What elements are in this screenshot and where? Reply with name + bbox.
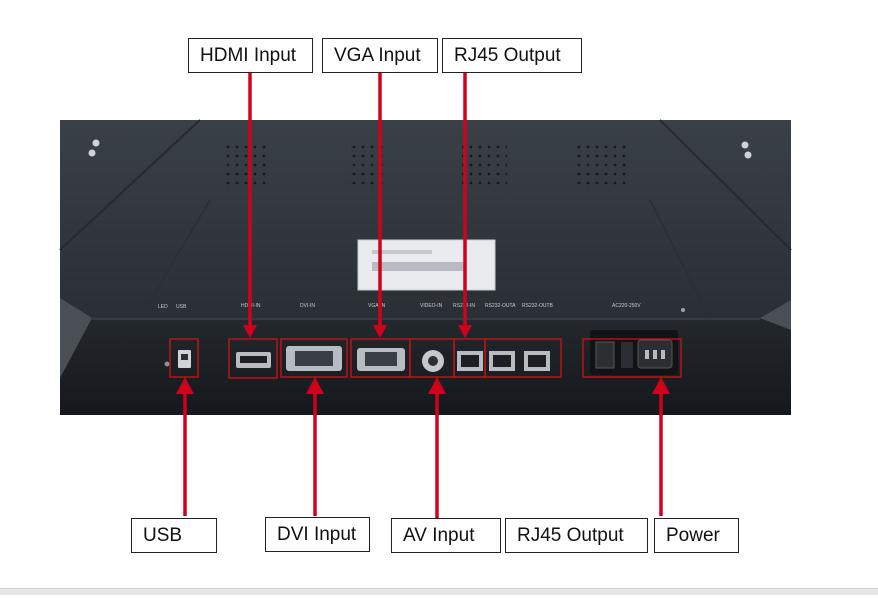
chassis-edge-inner-left [139, 199, 211, 319]
label-dvi-input: DVI Input [265, 517, 370, 552]
chassis-edge-right [659, 119, 792, 251]
silkscreen-led: LED [158, 304, 168, 310]
silkscreen-usb: USB [176, 304, 187, 310]
vent-grid-4 [577, 140, 631, 190]
usb-port-tongue [181, 354, 188, 360]
arrow-power-head [652, 377, 670, 394]
rj45-port-outa-slot [493, 355, 511, 367]
screw [681, 308, 685, 312]
arrow-dvi-head [306, 377, 324, 394]
silkscreen-video-in: VIDEO-IN [420, 303, 443, 309]
silkscreen-dvi-in: DVI-IN [300, 303, 315, 309]
av-bnc-port-center [428, 356, 438, 366]
dvi-port-pins [295, 351, 333, 366]
mount-dot [741, 141, 749, 149]
label-rj45-output-bottom: RJ45 Output [505, 518, 648, 553]
label-rj45-output-top: RJ45 Output [442, 38, 582, 73]
hdmi-port-slot [240, 356, 267, 363]
arrow-usb-head [176, 377, 194, 394]
silkscreen-rs232-outb: RS232-OUTB [522, 303, 554, 309]
label-usb: USB [131, 518, 217, 553]
highlight-box-rj45-out [484, 338, 562, 378]
arrow-av-head [428, 377, 446, 394]
sticker-barcode [372, 262, 464, 271]
label-vga-input: VGA Input [322, 38, 438, 73]
fuse-holder [621, 342, 633, 368]
rj45-port-in-slot [461, 355, 479, 367]
power-switch [595, 341, 615, 369]
arrow-hdmi-head [243, 325, 257, 338]
highlight-box-usb [169, 338, 199, 378]
vent-grid-3 [462, 140, 507, 190]
label-av-input: AV Input [391, 518, 501, 553]
vent-grid-1 [222, 140, 270, 190]
rj45-port-outb-slot [528, 355, 546, 367]
chassis-edge-left [59, 119, 201, 251]
mount-dot [744, 151, 752, 159]
chassis-edge-inner-right [649, 199, 711, 319]
mount-dot [92, 139, 100, 147]
vga-port-pins [365, 352, 397, 366]
bottom-scroll-edge [0, 588, 878, 595]
led-indicator [164, 361, 170, 367]
label-hdmi-input: HDMI Input [188, 38, 313, 73]
silkscreen-vga-in: VGA-IN [368, 303, 386, 309]
iec-pin [653, 350, 657, 359]
silkscreen-ac: AC220-250V [612, 303, 641, 309]
highlight-box-power [582, 338, 682, 378]
label-power: Power [654, 518, 739, 553]
highlight-box-hdmi [228, 338, 278, 379]
arrow-rj45-top-head [458, 325, 472, 338]
iec-pin [645, 350, 649, 359]
highlight-box-dvi [280, 338, 348, 378]
silkscreen-rs232-outa: RS232-OUTA [485, 303, 516, 309]
arrow-vga-head [373, 325, 387, 338]
sticker-text-line [372, 250, 432, 254]
mount-dot [88, 149, 96, 157]
iec-pin [661, 350, 665, 359]
